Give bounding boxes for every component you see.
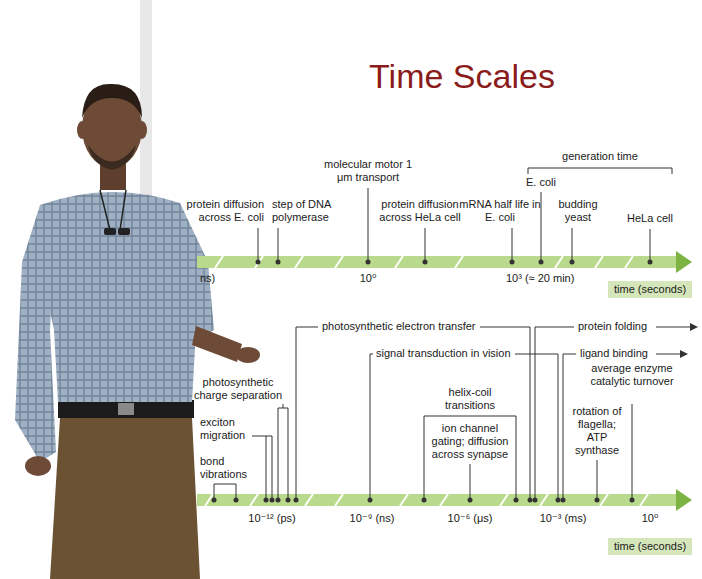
tick-dot xyxy=(256,260,653,265)
axis-unit-box: time (seconds) xyxy=(608,538,692,555)
timescale-label: protein diffusion across HeLa cell xyxy=(370,198,470,224)
axis-label: 10⁻¹² (ps) xyxy=(248,512,295,525)
timescale-label: bond vibrations xyxy=(200,455,256,481)
timescale-label: photosynthetic electron transfer xyxy=(322,320,475,333)
axis-label: ns) xyxy=(200,272,215,285)
leader-line xyxy=(258,168,672,262)
timescale-label: step of DNA polymerase xyxy=(272,198,338,224)
axis-label: 10⁰ xyxy=(642,512,659,525)
leader-line xyxy=(214,327,690,498)
timeline-arrow xyxy=(197,489,692,511)
timescale-label: helix-coil transitions xyxy=(425,386,515,412)
arrowhead xyxy=(680,323,698,358)
axis-label: 10⁻⁹ (ns) xyxy=(350,512,395,525)
timescale-label: photosynthetic charge separation xyxy=(190,376,286,402)
slide-title: Time Scales xyxy=(369,56,555,96)
timescale-label: generation time xyxy=(562,150,638,163)
axis-label: 10⁻⁶ (μs) xyxy=(448,512,493,525)
timescale-label: ion channel gating; diffusion across syn… xyxy=(427,422,513,461)
timescale-label: budding yeast xyxy=(548,198,608,224)
timescale-label: signal transduction in vision xyxy=(376,347,511,360)
axis-label: 10³ (≈ 20 min) xyxy=(506,272,574,285)
timescale-label: protein folding xyxy=(578,320,647,333)
axis-unit-text: time (seconds) xyxy=(614,540,686,552)
timeline-arrow xyxy=(197,251,692,273)
timescale-label: rotation of flagella; ATP synthase xyxy=(568,405,626,457)
timescale-label: mRNA half life in E. coli xyxy=(458,198,542,224)
axis-label: 10⁰ xyxy=(360,272,377,285)
timescale-label: E. coli xyxy=(526,176,556,189)
axis-label: 10⁻³ (ms) xyxy=(540,512,587,525)
axis-unit-text: time (seconds) xyxy=(614,283,686,295)
timescale-label: molecular motor 1 μm transport xyxy=(318,158,418,184)
timescale-label: HeLa cell xyxy=(627,212,673,225)
timescale-label: ligand binding xyxy=(580,347,648,360)
timescale-label: exciton migration xyxy=(200,416,256,442)
tick-dot xyxy=(212,498,635,503)
timescale-label: protein diffusion across E. coli xyxy=(174,198,264,224)
timescale-label: average enzyme catalytic turnover xyxy=(587,362,677,388)
axis-unit-box: time (seconds) xyxy=(608,281,692,298)
